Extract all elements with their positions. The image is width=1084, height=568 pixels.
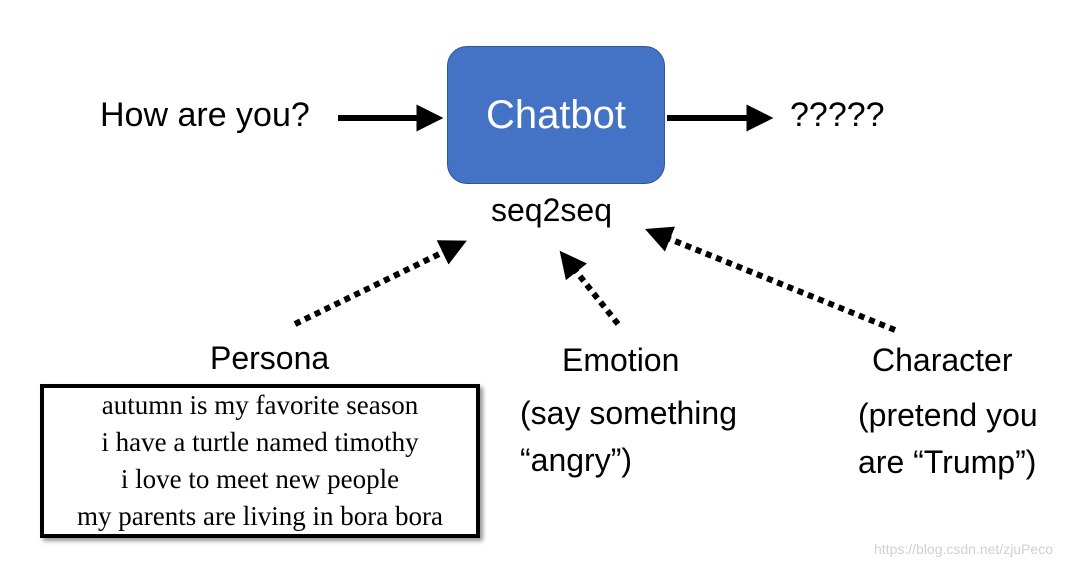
- model-label: seq2seq: [491, 192, 612, 228]
- persona-box: autumn is my favorite season i have a tu…: [40, 384, 480, 538]
- chatbot-label: Chatbot: [485, 92, 627, 137]
- output-text: ?????: [790, 96, 885, 134]
- persona-line: i love to meet new people: [120, 464, 400, 494]
- chatbot-box: Chatbot: [447, 46, 665, 184]
- persona-line: autumn is my favorite season: [101, 390, 419, 420]
- character-description: (pretend you are “Trump”): [858, 392, 1038, 486]
- emotion-line: (say something: [520, 395, 737, 431]
- emotion-title: Emotion: [562, 342, 680, 378]
- persona-line: my parents are living in bora bora: [77, 501, 443, 531]
- persona-line: i have a turtle named timothy: [101, 427, 419, 457]
- persona-title: Persona: [210, 340, 330, 376]
- input-text: How are you?: [100, 96, 310, 134]
- emotion-description: (say something “angry”): [520, 390, 737, 484]
- character-line: are “Trump”): [858, 444, 1037, 480]
- emotion-arrow: [559, 250, 621, 326]
- character-title: Character: [872, 342, 1013, 378]
- watermark: https://blog.csdn.net/zjuPeco: [874, 541, 1053, 557]
- character-line: (pretend you: [858, 397, 1038, 433]
- emotion-line: “angry”): [520, 442, 633, 478]
- persona-arrow: [293, 240, 467, 327]
- character-arrow: [644, 226, 897, 333]
